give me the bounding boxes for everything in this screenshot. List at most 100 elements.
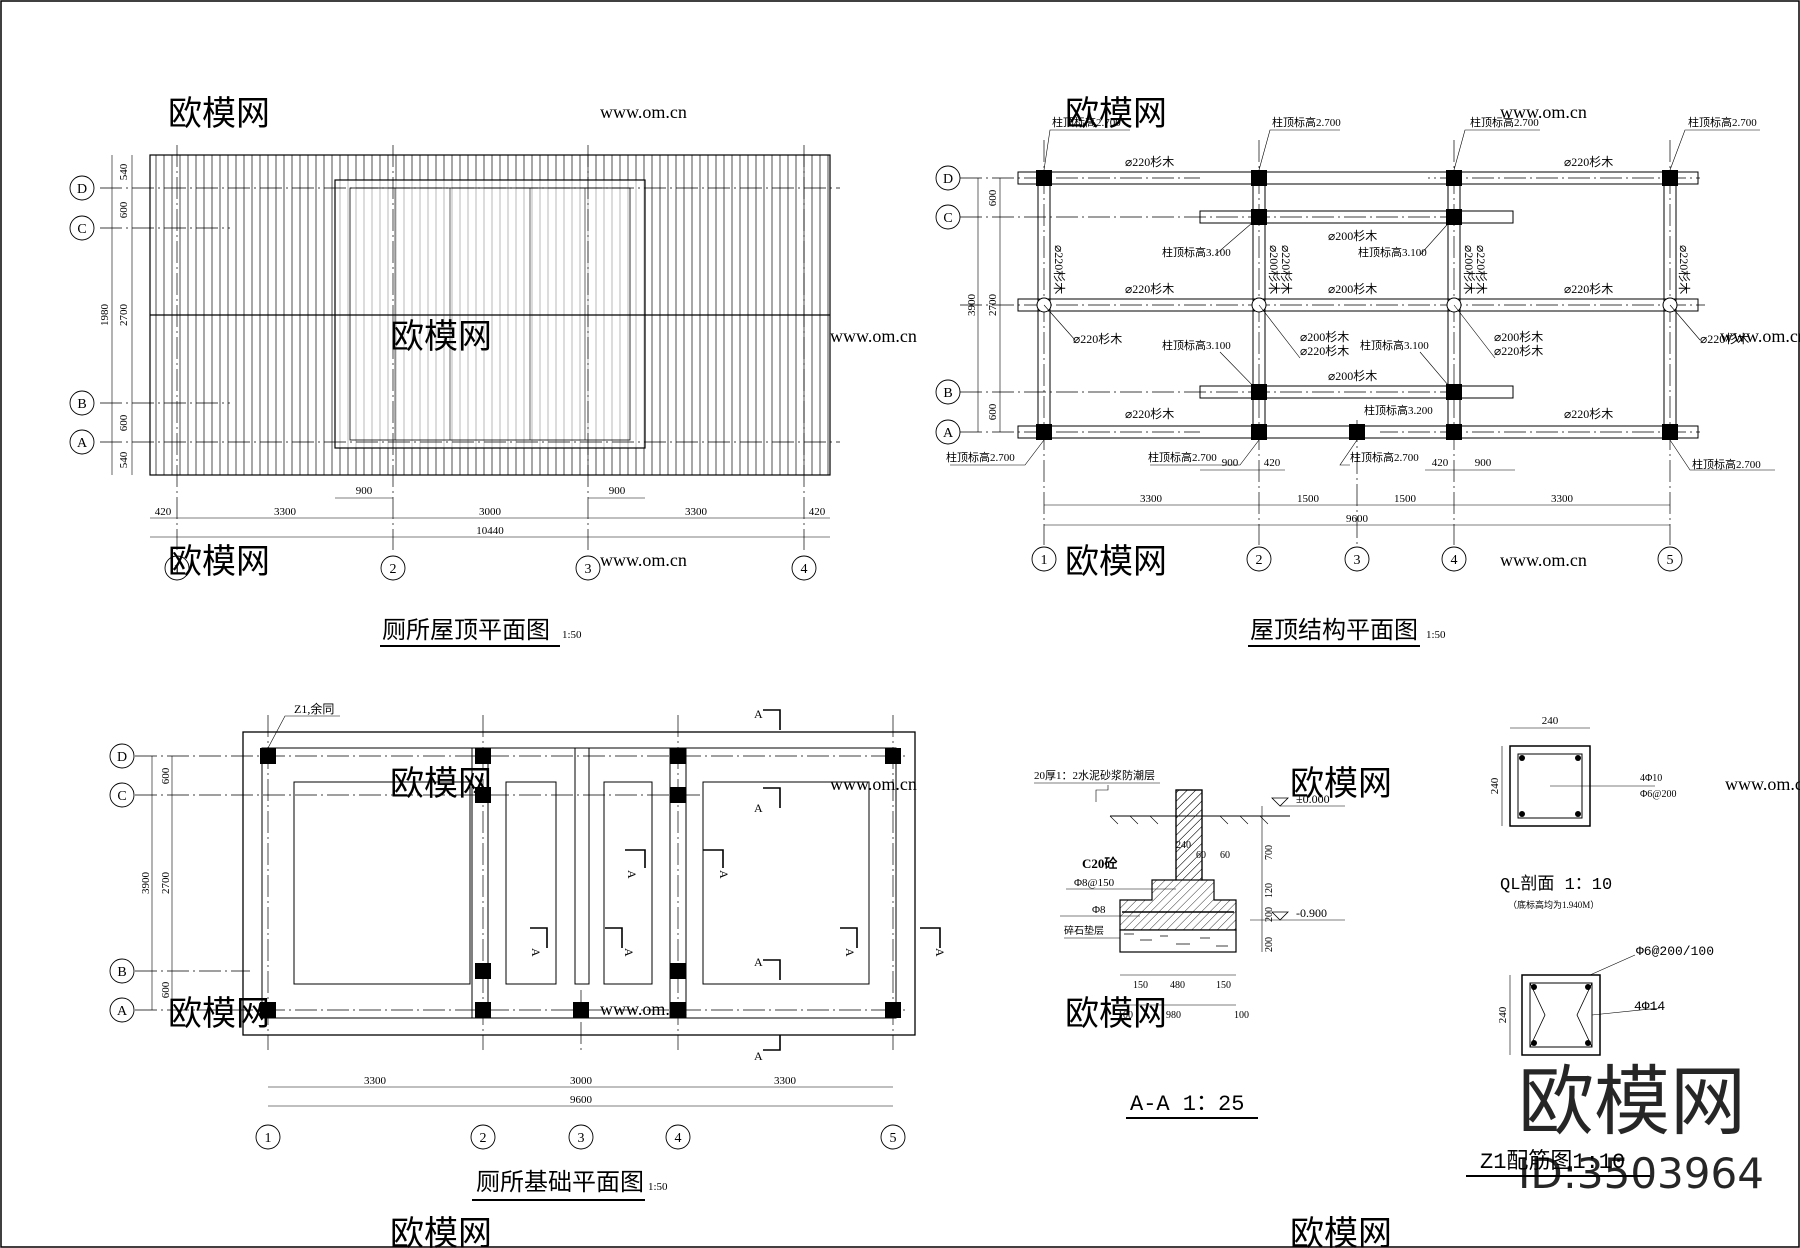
structure-beam-v-6: ⌀220杉木 [1677,245,1691,294]
gravel-bed [1119,929,1237,953]
roof-dim-bottom-3: 3000 [479,506,502,518]
roof-dim-bottom-4: 3300 [685,506,708,518]
roof-axis-4: 4 [801,562,808,577]
roof-row-A: A [77,436,88,451]
ql-rebar: 4Φ10 [1640,773,1662,784]
section-dim-5: 120 [1264,883,1275,898]
structure-row-D: D [943,172,953,187]
section-elev-bottom: -0.900 [1296,906,1327,920]
section-dim-8: 150 [1133,980,1148,991]
section-dim-4: 700 [1264,845,1275,860]
roof-row-D: D [77,182,87,197]
roof-dim-left-outer: 1980 [99,304,111,327]
structure-row-A: A [943,426,954,441]
section-dim-10: 150 [1216,980,1231,991]
watermark-brand-10: 欧模网 [390,1214,492,1248]
structure-axis-1: 1 [1041,553,1048,568]
structure-coltop-310-1: 柱顶标高3.100 [1162,245,1231,259]
z1-title: Z1配筋图1:10 [1480,1149,1625,1175]
foundation-dim-left-3: 600 [160,981,172,998]
foundation-z1-note: Z1,余同 [294,701,334,716]
ql-height: 240 [1489,777,1501,794]
structure-dim-bottom-3: 1500 [1394,493,1417,505]
structure-dim-bottom-2: 1500 [1297,493,1320,505]
roof-dim-bottom-2: 3300 [274,506,297,518]
structure-beam-v-2: ⌀200杉木 [1267,245,1281,294]
section-rebar2: Φ8 [1092,904,1106,916]
section-dim-12: 980 [1166,1010,1181,1021]
structure-beam-v-1: ⌀220杉木 [1052,245,1066,294]
roof-plan-scale: 1:50 [562,629,582,641]
roof-dim-opening-1: 900 [356,485,373,497]
section-aa: 20厚1：2水泥砂浆防潮层 ±0.000 -0.900 C20砼 Φ8@150 … [1034,768,1345,1119]
structure-coltop-310-3: 柱顶标高3.100 [1162,338,1231,352]
structure-coltop-8: 柱顶标高2.700 [1692,457,1761,471]
section-aa-title: A-A 1：25 [1130,1092,1244,1117]
z1-stirrup: Φ6@200/100 [1636,944,1714,959]
watermark-brand-8: 欧模网 [168,994,270,1034]
section-mark-10: A [933,948,947,957]
section-dim-1: 240 [1176,840,1191,851]
structure-coltop-4: 柱顶标高2.700 [1688,115,1757,129]
foundation-axis-4: 4 [675,1131,682,1146]
structure-dim-total: 9600 [1346,513,1369,525]
roof-axis-3: 3 [585,562,592,577]
section-mark-3: A [754,955,763,969]
roof-dim-left-1: 540 [118,163,130,180]
foundation-axis-3: 3 [578,1131,585,1146]
foundation-axis-1: 1 [265,1131,272,1146]
watermark-brand-1: 欧模网 [168,94,270,134]
structure-beam-220-4: ⌀220杉木 [1564,282,1613,296]
structure-beam-220-10: ⌀220杉木 [1494,344,1543,358]
section-dim-13: 100 [1234,1010,1249,1021]
structure-beam-220-7: ⌀220杉木 [1073,332,1122,346]
watermark-brand-5: 欧模网 [1065,542,1167,582]
watermark-brand-3: 欧模网 [390,317,492,357]
section-dim-3: 60 [1220,850,1230,861]
watermark-url-6: www.om.cn [1500,550,1587,570]
structure-coltop-1: 柱顶标高2.700 [1052,115,1121,129]
section-dim-6: 200 [1264,907,1275,922]
structure-beam-200-2: ⌀200杉木 [1328,282,1377,296]
foundation-dim-left-2: 2700 [160,872,172,895]
watermark-url-8: www.om.cn [1725,774,1800,794]
section-elev-top: ±0.000 [1296,792,1330,806]
roof-dim-left-3: 2700 [118,304,130,327]
structure-beam-220-6: ⌀220杉木 [1564,407,1613,421]
structure-dim-left-2: 2700 [987,294,999,317]
ql-title: QL剖面 1：10 [1500,874,1612,895]
watermark-brand-11: 欧模网 [1290,1214,1392,1248]
structure-plan-title: 屋顶结构平面图 [1250,616,1418,644]
structure-beam-220-3: ⌀220杉木 [1125,282,1174,296]
structure-beam-200-3: ⌀200杉木 [1328,369,1377,383]
roof-dim-bottom-1: 420 [155,506,172,518]
watermark-brand-6: 欧模网 [1290,764,1392,804]
roof-skylight [334,179,646,449]
ql-stirrup: Φ6@200 [1640,789,1677,800]
structure-coltop-2: 柱顶标高2.700 [1272,115,1341,129]
structure-row-C: C [943,211,952,226]
structure-axis-4: 4 [1451,553,1458,568]
structure-dim-left-3: 600 [987,403,999,420]
foundation-dim-total: 9600 [570,1094,593,1106]
structure-dim-bottom-1: 3300 [1140,493,1163,505]
structure-beam-220-5: ⌀220杉木 [1125,407,1174,421]
section-dim-2: 60 [1196,850,1206,861]
watermark-url-5: www.om.cn [600,550,687,570]
roof-dim-left-2: 600 [118,201,130,218]
z1-rebar: 4Φ14 [1634,999,1665,1014]
watermark-brand-2: 欧模网 [1065,94,1167,134]
roof-axis-2: 2 [390,562,397,577]
watermark-url-3: www.om.cn [830,326,917,346]
structure-dim-left-1: 600 [987,189,999,206]
structure-dim-bottom-4: 3300 [1551,493,1574,505]
section-mark-4: A [754,1049,763,1063]
structure-beam-200-4: ⌀200杉木 [1300,330,1349,344]
foundation-dim-bottom-2: 3000 [570,1075,593,1087]
structure-beam-v-3: ⌀220杉木 [1279,245,1293,294]
roof-row-C: C [77,222,86,237]
structure-axis-2: 2 [1256,553,1263,568]
foundation-outline [242,731,916,1036]
foundation-dim-left-1: 600 [160,767,172,784]
